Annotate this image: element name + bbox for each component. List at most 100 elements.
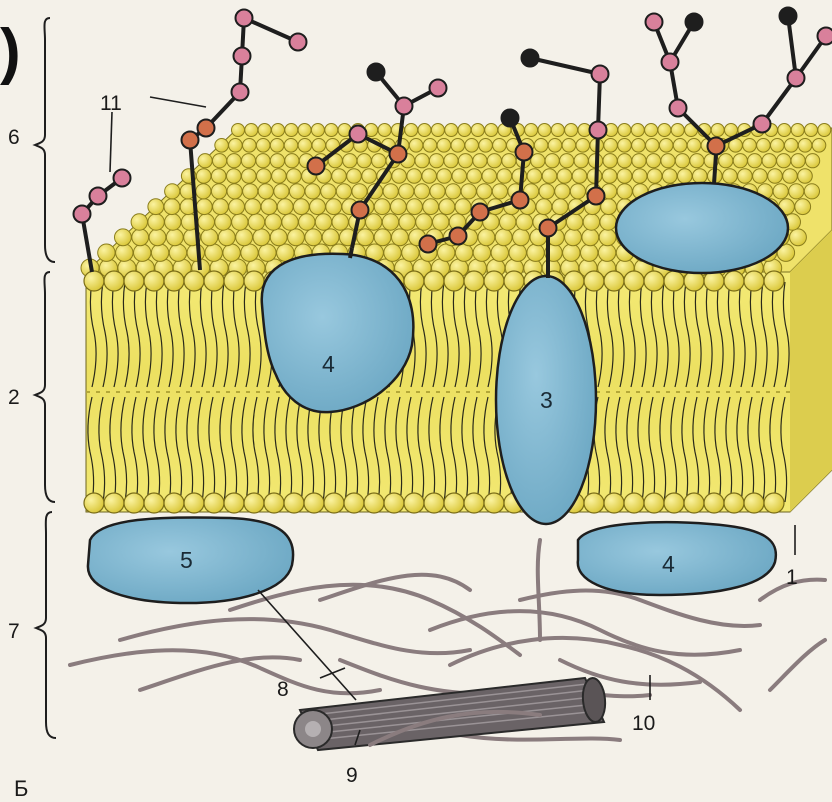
lipid-head [343,154,357,168]
lipid-head [704,493,724,513]
lipid-head [659,139,673,153]
sugar-residue [198,120,215,137]
sugar-residue [352,202,369,219]
lipid-head [762,154,776,168]
lipid-head [270,154,284,168]
lipid-head [84,271,104,291]
lipid-head [204,271,224,291]
lipid-head [305,184,320,199]
lipid-head [723,169,738,184]
lipid-head [332,214,348,230]
sugar-residue [590,122,607,139]
sugar-residue [390,146,407,163]
lipid-head [270,229,287,246]
lipid-head [384,244,401,261]
lipid-head [321,184,336,199]
sugar-residue [670,100,687,117]
lipid-head [270,139,284,153]
lipid-head [451,139,465,153]
lipid-head [618,124,631,137]
lipid-head [719,154,733,168]
lipid-head [382,214,398,230]
label-oligosaccharide-chains: 11 [100,92,122,115]
lipid-head [399,184,414,199]
sugar-residue [686,14,703,31]
sugar-residue [540,220,557,237]
sugar-residue [90,188,107,205]
lipid-head [253,229,270,246]
lipid-head [531,154,545,168]
lipid-head [504,271,524,291]
lipid-head [196,199,212,215]
label-integral-protein: 3 [540,387,553,413]
lipid-head [213,199,229,215]
sugar-residue [236,10,253,27]
lipid-head [211,184,226,199]
sugar-residue [780,8,797,25]
lipid-head [473,244,490,261]
lipid-head [229,199,245,215]
sugar-residue [754,116,771,133]
lipid-head [232,124,245,137]
label-protein-lower-right: 4 [662,551,675,577]
lipid-head [248,214,264,230]
lipid-head [298,124,311,137]
lipid-head [98,244,115,261]
lipid-head [617,184,632,199]
lipid-head [407,169,422,184]
lipid-head [224,493,244,513]
lipid-head [464,271,484,291]
lipid-head [274,184,289,199]
lipid-head [525,124,538,137]
lipid-head [602,169,617,184]
lipid-head [288,229,305,246]
lipid-head [243,139,257,153]
sugar-residue [472,204,489,221]
lipid-head [265,214,281,230]
lipid-head [565,124,578,137]
lipid-head [574,154,588,168]
lipid-head [658,124,671,137]
sugar-residue [232,84,249,101]
lipid-head [645,124,658,137]
lipid-head [644,493,664,513]
lipid-head [603,154,617,168]
lipid-head [744,493,764,513]
lipid-head [491,244,508,261]
lipid-head [617,169,632,184]
lipid-head [570,184,585,199]
peripheral-protein-inner-right [578,522,776,595]
lipid-head [124,493,144,513]
lipid-head [229,139,243,153]
front-upper-lipid-heads [84,271,784,291]
lipid-head [424,493,444,513]
lipid-head [132,229,149,246]
lipid-head [261,199,277,215]
lipid-head [743,139,757,153]
lipid-head [678,169,693,184]
lipid-head [647,169,662,184]
lipid-head [542,169,557,184]
lipid-head [344,493,364,513]
lipid-head [618,154,632,168]
lipid-head [404,271,424,291]
lipid-head [416,214,432,230]
lipid-head [418,124,431,137]
lipid-head [164,271,184,291]
sugar-residue [646,14,663,31]
sugar-residue [114,170,131,187]
lipid-head [149,229,166,246]
lipid-head [165,184,180,199]
sugar-residue [182,132,199,149]
lipid-head [201,229,218,246]
lipid-head [684,493,704,513]
lipid-head [560,154,574,168]
lipid-head [215,139,229,153]
lipid-head [773,184,788,199]
lipid-head [536,199,552,215]
sugar-residue [234,48,251,65]
lipid-head [479,139,493,153]
lipid-head [527,244,544,261]
lipid-head [284,493,304,513]
